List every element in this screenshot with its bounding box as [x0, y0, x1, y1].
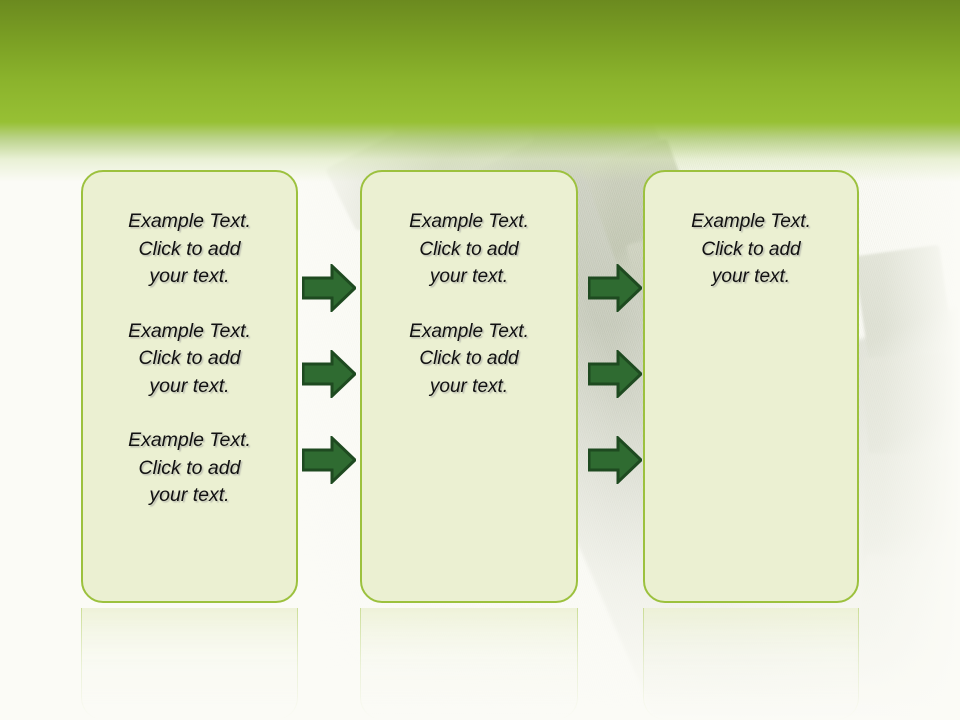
right-block-arrow-icon[interactable] [302, 264, 356, 312]
right-block-arrow-icon[interactable] [302, 350, 356, 398]
right-block-arrow-icon[interactable] [588, 264, 642, 312]
right-block-arrow-icon[interactable] [302, 436, 356, 484]
right-block-arrow-icon[interactable] [588, 350, 642, 398]
right-block-arrow-icon[interactable] [588, 436, 642, 484]
